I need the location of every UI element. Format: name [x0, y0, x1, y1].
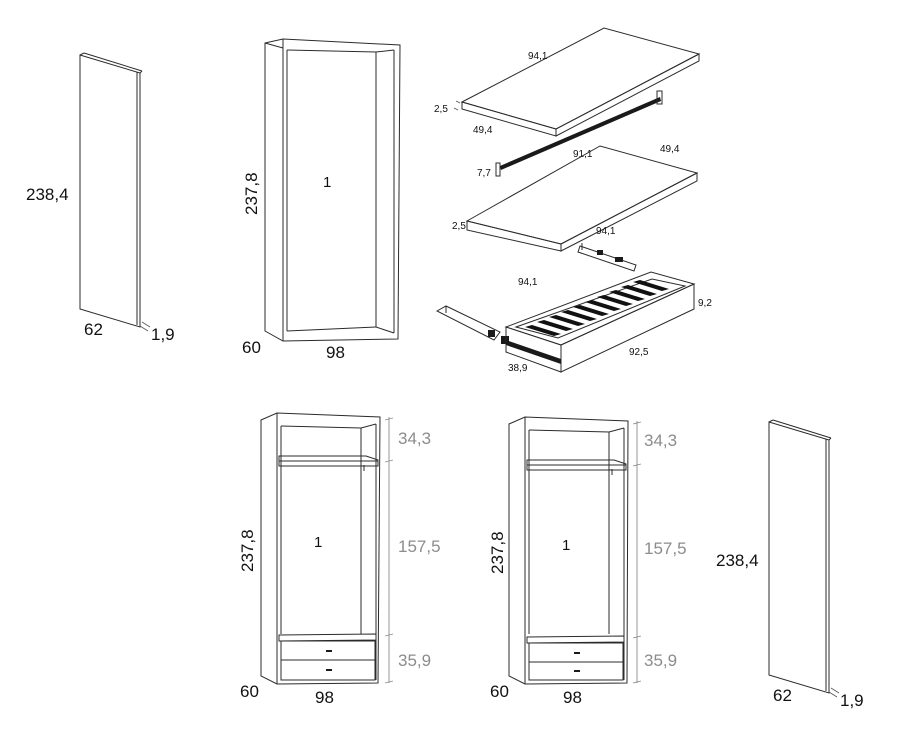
carcass-width: 98 [326, 343, 345, 362]
side-panel-right-thickness: 1,9 [840, 691, 864, 710]
drawer-handle-icon [326, 650, 332, 652]
carcass: 237,8 1 60 98 [242, 38, 401, 362]
carcass-height: 237,8 [242, 172, 261, 215]
shelf-top-length: 94,1 [528, 51, 548, 62]
runner-front [435, 305, 501, 341]
rail-height: 7,7 [477, 168, 491, 179]
drawer-handle-icon [326, 669, 332, 671]
shelf-top-face [460, 27, 701, 130]
drawer-height: 9,2 [698, 298, 712, 309]
side-panel-right-height: 238,4 [716, 551, 759, 570]
drawer-depth: 38,9 [508, 363, 528, 374]
side-panel-left-face [79, 54, 141, 328]
wardrobe-left: 237,8 1 34,3 157,5 35,9 60 98 [238, 412, 441, 707]
side-panel-left-height: 238,4 [26, 185, 69, 204]
wardrobe-right-top-height: 34,3 [644, 431, 677, 450]
hanging-rail: 91,1 7,7 [477, 90, 663, 179]
hanging-rail-bar [500, 97, 661, 170]
wardrobe-left-width: 98 [315, 688, 334, 707]
shelf-bottom-depth: 49,4 [660, 144, 680, 155]
wardrobe-right-module-number: 1 [562, 537, 570, 554]
shelf-bottom: 49,4 2,5 94,1 [452, 144, 699, 252]
wardrobe-right-rail [526, 459, 627, 471]
wardrobe-right-height: 237,8 [488, 531, 507, 574]
shelf-bottom-length: 94,1 [596, 226, 616, 237]
wardrobe-left-drawer-bottom [280, 659, 376, 681]
wardrobe-right-bottom-height: 35,9 [644, 651, 677, 670]
shelf-top-depth: 49,4 [473, 125, 493, 136]
wardrobe-right-width: 98 [563, 688, 582, 707]
drawer-handle-icon [574, 652, 580, 654]
carcass-outline [264, 38, 401, 342]
runner-back [577, 245, 637, 272]
drawer-inner-length: 94,1 [518, 277, 538, 288]
side-panel-right: 238,4 62 1,9 [716, 419, 864, 710]
shelf-top: 94,1 2,5 49,4 [434, 27, 701, 137]
carcass-module-number: 1 [323, 174, 331, 191]
side-panel-left-thickness: 1,9 [151, 325, 175, 344]
wardrobe-left-height: 237,8 [238, 529, 257, 572]
side-panel-left-depth: 62 [84, 320, 103, 339]
drawer-handle-icon [574, 670, 580, 672]
wardrobe-left-bottom-height: 35,9 [398, 651, 431, 670]
rail-length: 91,1 [573, 149, 593, 160]
wardrobe-left-rail [278, 455, 379, 467]
wardrobe-right-middle-height: 157,5 [644, 539, 687, 558]
drawer-frame: 94,1 9,2 92,5 38,9 [435, 243, 712, 374]
wardrobe-left-top-height: 34,3 [398, 429, 431, 448]
shelf-top-thickness: 2,5 [434, 104, 448, 115]
shelf-bottom-thickness: 2,5 [452, 221, 466, 232]
wardrobe-left-module-number: 1 [314, 534, 322, 551]
side-panel-right-face [768, 421, 830, 694]
wardrobe-right-drawer-bottom [528, 661, 624, 681]
side-panel-left: 238,4 62 1,9 [26, 52, 175, 344]
wardrobe-right: 237,8 1 34,3 157,5 35,9 60 98 [488, 416, 687, 707]
carcass-depth: 60 [242, 338, 261, 357]
wardrobe-right-depth: 60 [490, 682, 509, 701]
drawer-slats [525, 280, 669, 336]
wardrobe-left-middle-height: 157,5 [398, 537, 441, 556]
side-panel-right-depth: 62 [773, 686, 792, 705]
wardrobe-left-depth: 60 [240, 682, 259, 701]
drawer-width: 92,5 [629, 347, 649, 358]
